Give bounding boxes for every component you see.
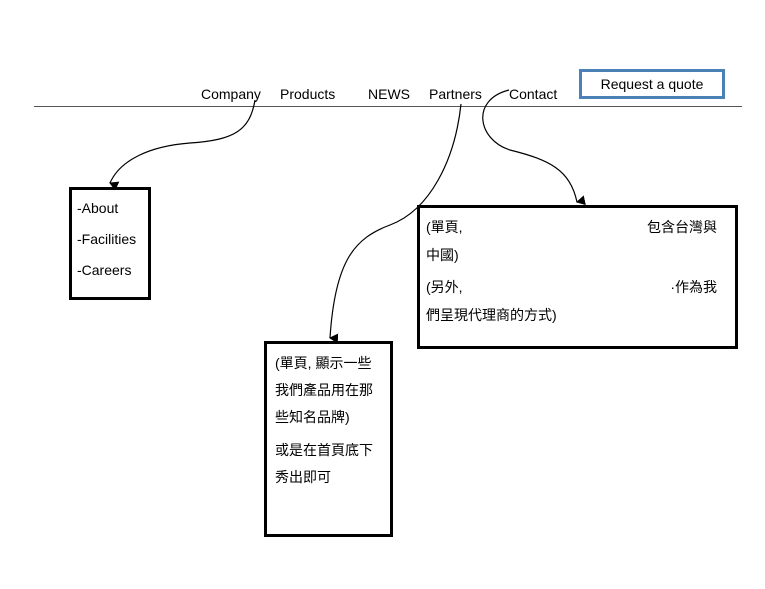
- partners-note-text: 秀出即可: [275, 469, 331, 485]
- contact-note-text: 們呈現代理商的方式): [426, 307, 557, 323]
- arrow-company: [109, 99, 256, 191]
- contact-note-text: (單頁,: [426, 219, 463, 235]
- contact-note-text: (另外,: [426, 279, 463, 295]
- contact-note-text: 中國): [426, 247, 459, 263]
- request-quote-button[interactable]: Request a quote: [579, 69, 725, 99]
- nav-products[interactable]: Products: [280, 86, 336, 102]
- partners-note-box: (單頁, 顯示一些 我們產品用在那 些知名品牌) 或是在首頁底下 秀出即可: [264, 341, 393, 537]
- partners-note-text: (單頁, 顯示一些: [275, 355, 372, 371]
- list-item-about[interactable]: -About: [77, 200, 119, 216]
- partners-note-text: 或是在首頁底下: [275, 442, 373, 458]
- contact-note-text: ·作為我: [670, 279, 717, 295]
- list-item-careers[interactable]: -Careers: [77, 262, 132, 278]
- nav-partners[interactable]: Partners: [429, 86, 482, 102]
- partners-note-text: 我們產品用在那: [275, 382, 373, 398]
- nav-divider: [34, 106, 742, 107]
- contact-note-box: (單頁, 包含台灣與 中國) (另外, ·作為我 們呈現代理商的方式): [417, 205, 738, 349]
- nav-company[interactable]: Company: [201, 86, 261, 102]
- list-item-facilities[interactable]: -Facilities: [77, 231, 137, 247]
- partners-note-text: 些知名品牌): [275, 409, 350, 425]
- nav-news[interactable]: NEWS: [368, 86, 410, 102]
- company-submenu-box: -About -Facilities -Careers: [69, 187, 151, 300]
- contact-note-text: 包含台灣與: [647, 219, 717, 235]
- nav-contact[interactable]: Contact: [509, 86, 558, 102]
